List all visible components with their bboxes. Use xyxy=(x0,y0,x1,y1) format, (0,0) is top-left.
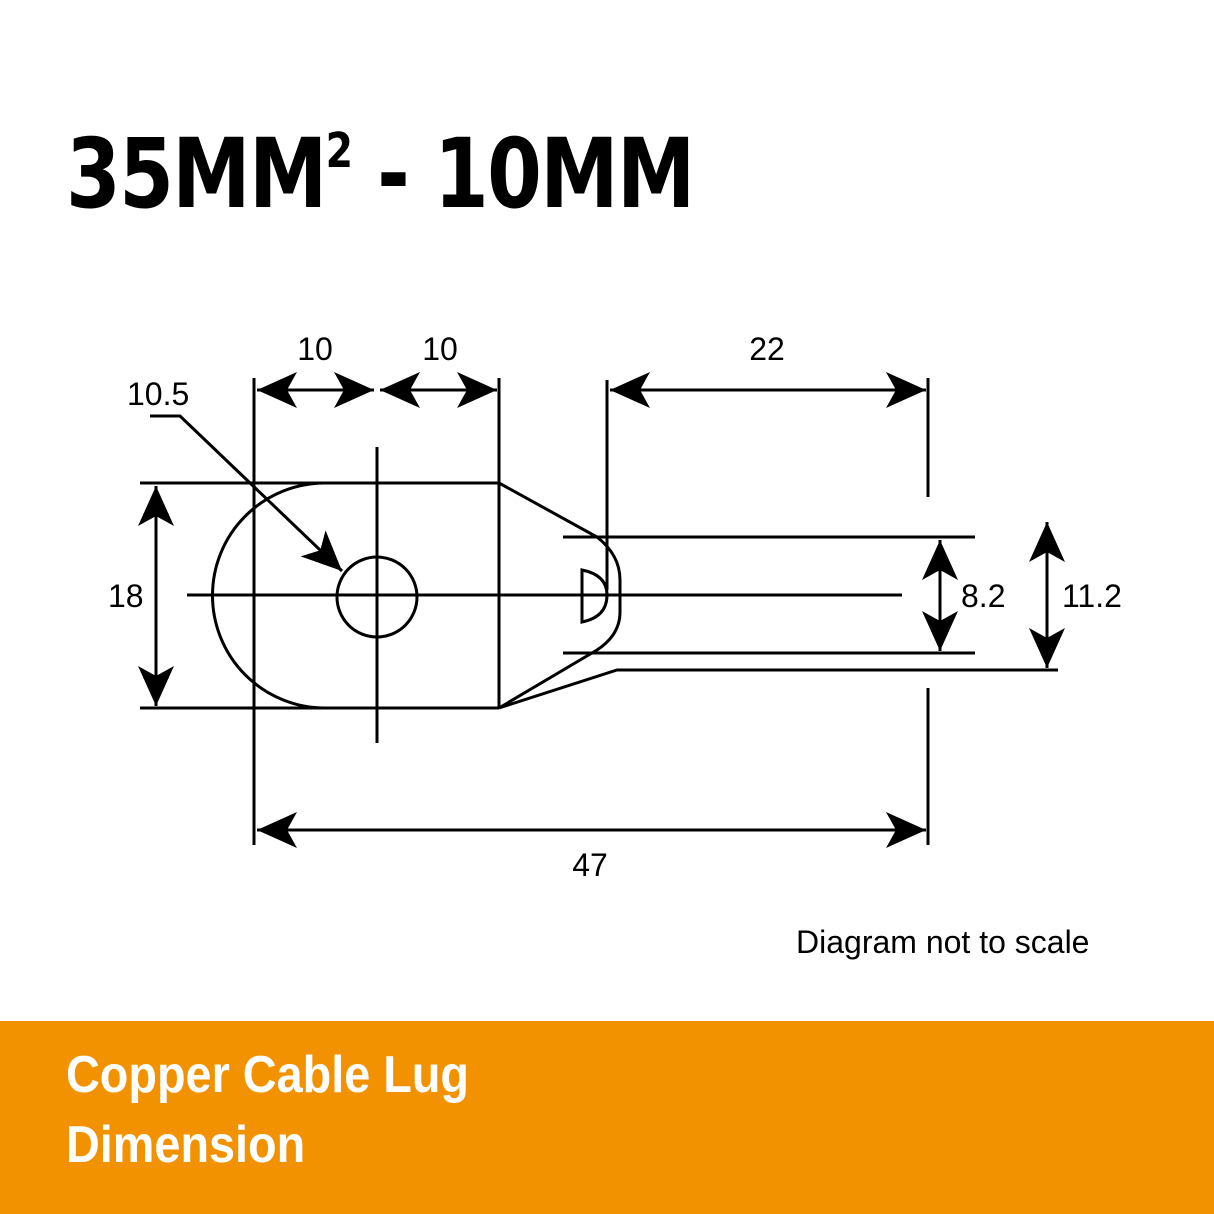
dim-label-8-2: 8.2 xyxy=(961,578,1005,614)
footer-title-line2: Dimension xyxy=(66,1116,306,1174)
dim-label-10-right: 10 xyxy=(422,331,458,367)
footer-title-line1: Copper Cable Lug xyxy=(66,1046,470,1104)
leader-line-10-5 xyxy=(150,414,344,573)
palm-rounded-end xyxy=(211,481,326,710)
footer-title: Copper Cable Lug Dimension xyxy=(66,1040,469,1180)
bolt-hole xyxy=(335,555,419,639)
title-superscript: 2 xyxy=(325,123,353,179)
dim-label-22: 22 xyxy=(749,331,785,367)
dim-label-hole-diameter: 10.5 xyxy=(127,376,189,412)
title-size: 35MM xyxy=(66,118,327,230)
dim-label-11-2: 11.2 xyxy=(1062,578,1122,614)
inspection-hole xyxy=(580,568,609,624)
page-title: 35MM2 - 10MM xyxy=(66,96,695,230)
dim-label-10-left: 10 xyxy=(297,331,333,367)
dim-label-47: 47 xyxy=(572,847,608,883)
dim-label-18: 18 xyxy=(108,578,144,614)
barrel-transition xyxy=(498,481,622,710)
footer-banner xyxy=(0,1021,1214,1214)
title-stud-size: - 10MM xyxy=(351,118,695,230)
scale-note: Diagram not to scale xyxy=(796,924,1090,960)
barrel-outer-bottom xyxy=(498,668,1058,710)
